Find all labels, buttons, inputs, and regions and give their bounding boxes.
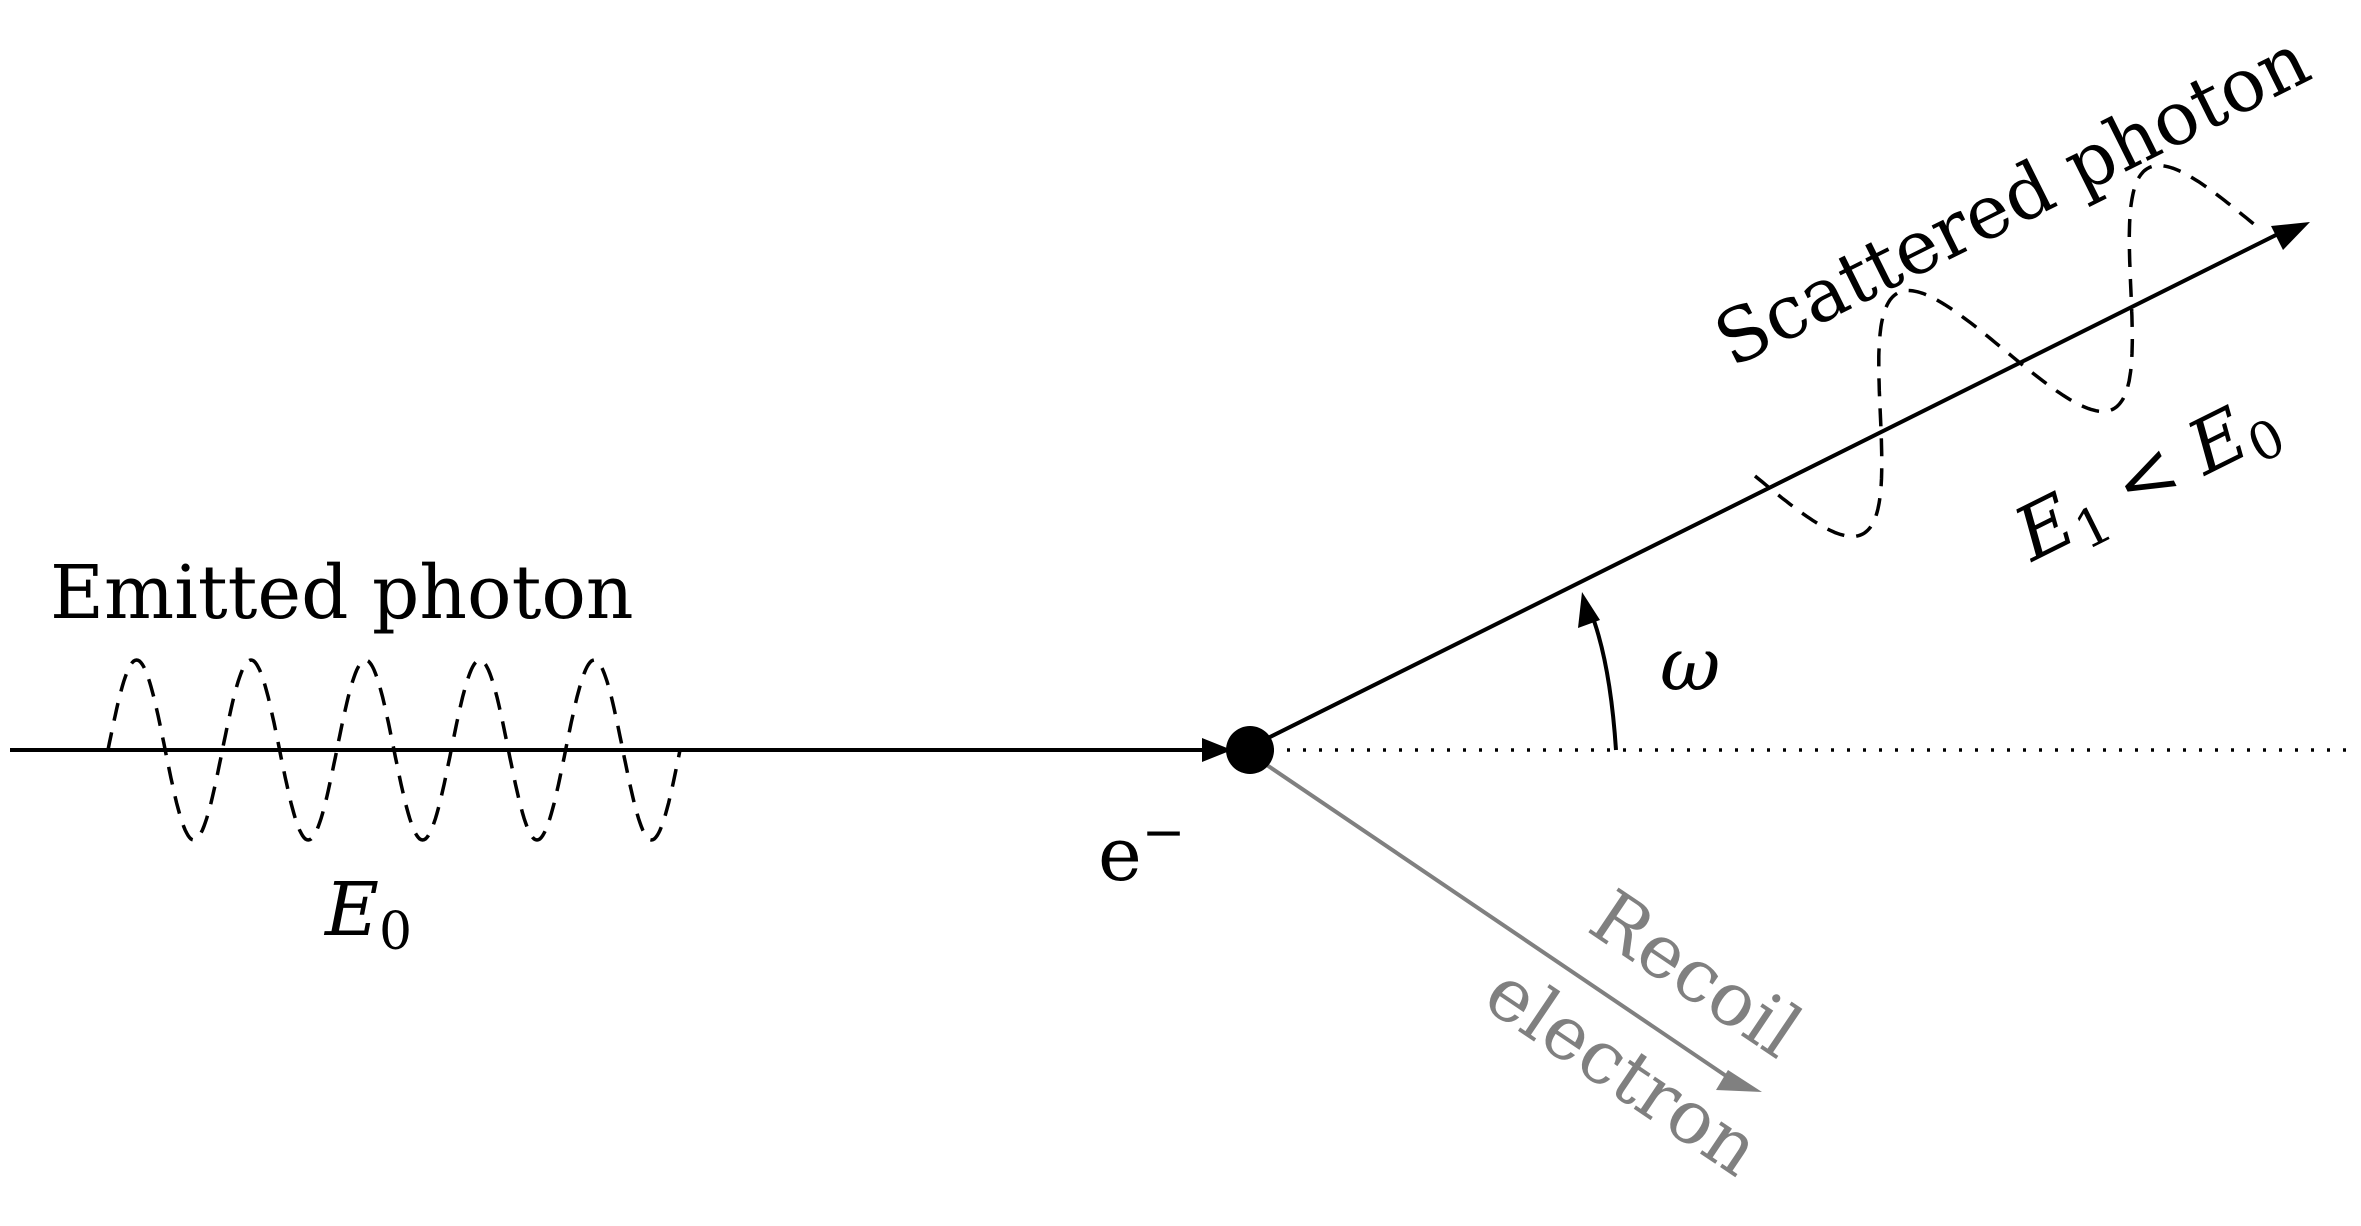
- angle-label: ω: [1660, 622, 1720, 708]
- scattered-arrowhead: [2271, 222, 2310, 250]
- electron-dot: [1226, 726, 1274, 774]
- angle-arc: [1588, 609, 1618, 751]
- scattered-energy-label: E1<E0: [2000, 376, 2295, 587]
- recoil-electron-line: [1250, 753, 1737, 1084]
- angle-arc-arrowhead: [1578, 592, 1600, 628]
- scattered-photon-wave: [1753, 163, 2258, 539]
- incident-energy-label: E0: [323, 867, 412, 962]
- electron-label: e−: [1098, 803, 1185, 898]
- emitted-photon-label: Emitted photon: [50, 550, 634, 636]
- incident-arrowhead: [1202, 738, 1232, 762]
- scattered-photon-label: Scattered photon: [1702, 17, 2323, 384]
- scattered-photon-line: [1247, 226, 2291, 750]
- incident-photon-wave: [106, 658, 682, 842]
- recoil-arrowhead: [1716, 1070, 1762, 1092]
